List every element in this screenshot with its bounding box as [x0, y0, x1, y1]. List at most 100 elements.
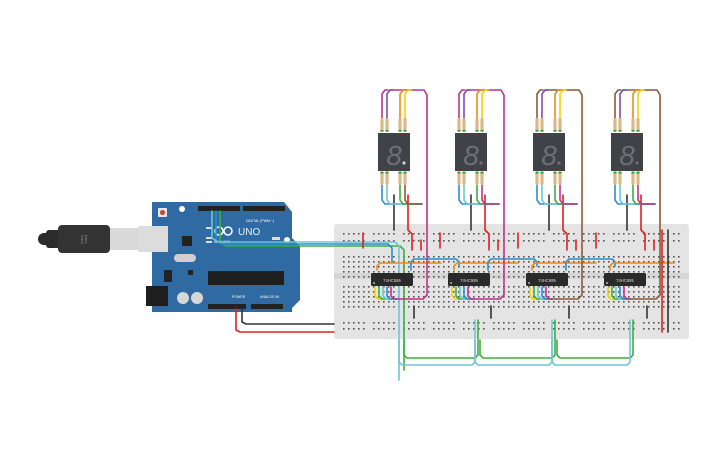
display-wire[interactable]: [632, 89, 640, 121]
breadboard[interactable]: [334, 224, 689, 339]
vcc-wire[interactable]: [484, 194, 490, 251]
breadboard-hole: [528, 306, 530, 308]
breadboard-hole: [448, 240, 450, 242]
display-wire[interactable]: [536, 89, 544, 121]
breadboard-hole: [498, 233, 500, 235]
seven-segment-display[interactable]: 8: [533, 118, 565, 185]
shift-register-chip[interactable]: 74HC595: [526, 273, 568, 286]
segment-wire[interactable]: [544, 89, 583, 300]
breadboard-hole: [573, 276, 575, 278]
breadboard-hole: [413, 286, 415, 288]
arduino-uno-board[interactable]: DIGITAL (PWM ~) POWER ANALOG IN UNO ARDU…: [138, 202, 300, 312]
resistor-band: [618, 130, 622, 132]
breadboard-hole: [378, 261, 380, 263]
breadboard-hole: [373, 261, 375, 263]
display-wire[interactable]: [554, 184, 578, 205]
chain-wire[interactable]: [403, 319, 479, 359]
display-wire[interactable]: [637, 184, 656, 205]
display-wire[interactable]: [386, 89, 394, 121]
seven-segment-display[interactable]: 8: [455, 118, 487, 185]
shift-register-chip[interactable]: 74HC595: [448, 273, 490, 286]
seven-segment-display[interactable]: 8: [611, 118, 643, 185]
display-wire[interactable]: [399, 184, 423, 205]
display-wire[interactable]: [404, 89, 412, 121]
display-wire[interactable]: [559, 184, 578, 205]
breadboard-hole: [528, 322, 530, 324]
display-wire[interactable]: [554, 89, 562, 121]
breadboard-hole: [658, 271, 660, 273]
display-wire[interactable]: [404, 184, 423, 205]
breadboard-hole: [433, 306, 435, 308]
chip-body: [448, 273, 490, 286]
breadboard-hole: [373, 240, 375, 242]
breadboard-hole: [363, 322, 365, 324]
display-wire[interactable]: [458, 89, 466, 121]
wires: [211, 89, 675, 381]
segment-wire[interactable]: [623, 286, 631, 300]
breadboard-hole: [543, 301, 545, 303]
usb-cable[interactable]: ⭿: [38, 225, 138, 253]
display-wire[interactable]: [481, 89, 489, 121]
breadboard-center-channel: [334, 273, 689, 279]
display-wire[interactable]: [619, 89, 627, 121]
shift-register-chip[interactable]: 74HC595: [604, 273, 646, 286]
chain-wire[interactable]: [551, 319, 631, 366]
segment-wire[interactable]: [466, 89, 505, 300]
seven-segment-display[interactable]: 8: [378, 118, 410, 185]
resistor: [380, 171, 384, 185]
orange-wire[interactable]: [609, 262, 675, 271]
segment-wire[interactable]: [545, 286, 553, 300]
segment-wire[interactable]: [622, 89, 661, 300]
breadboard-hole: [673, 240, 675, 242]
breadboard-hole: [523, 328, 525, 330]
segment-wire[interactable]: [390, 286, 398, 300]
power-wire[interactable]: [235, 308, 335, 333]
display-wire[interactable]: [481, 184, 500, 205]
breadboard-hole: [458, 266, 460, 268]
vcc-wire[interactable]: [562, 194, 568, 251]
breadboard-hole: [518, 301, 520, 303]
breadboard-hole: [443, 240, 445, 242]
breadboard-hole: [653, 271, 655, 273]
breadboard-hole: [648, 291, 650, 293]
breadboard-hole: [388, 286, 390, 288]
display-wire[interactable]: [463, 89, 471, 121]
breadboard-hole: [418, 286, 420, 288]
clock-wire[interactable]: [211, 210, 400, 381]
latch-wire[interactable]: [215, 210, 393, 263]
breadboard-hole: [343, 322, 345, 324]
breadboard-hole: [438, 261, 440, 263]
data-wire[interactable]: [219, 210, 405, 371]
display-wire[interactable]: [637, 89, 645, 121]
resistor-band: [535, 130, 539, 132]
display-wire[interactable]: [614, 89, 622, 121]
vcc-wire[interactable]: [407, 194, 413, 251]
chain-wire[interactable]: [556, 319, 634, 359]
breadboard-hole: [558, 261, 560, 263]
chain-wire[interactable]: [479, 319, 556, 359]
segment-wire[interactable]: [467, 286, 475, 300]
display-wire[interactable]: [541, 89, 549, 121]
breadboard-hole: [393, 301, 395, 303]
display-wire[interactable]: [476, 184, 500, 205]
breadboard-hole: [418, 271, 420, 273]
breadboard-hole: [408, 301, 410, 303]
breadboard-hole: [558, 301, 560, 303]
ground-wire[interactable]: [241, 308, 335, 325]
display-wire[interactable]: [632, 184, 656, 205]
breadboard-hole: [498, 291, 500, 293]
breadboard-hole: [533, 322, 535, 324]
resistor-band: [403, 130, 407, 132]
vcc-wire[interactable]: [640, 194, 646, 251]
display-wire[interactable]: [381, 89, 389, 121]
breadboard-hole: [648, 261, 650, 263]
display-wire[interactable]: [476, 89, 484, 121]
breadboard-hole: [463, 301, 465, 303]
display-wire[interactable]: [559, 89, 567, 121]
segment-wire[interactable]: [389, 89, 428, 300]
shift-register-chip[interactable]: 74HC595: [371, 273, 413, 286]
breadboard-hole: [413, 256, 415, 258]
display-wire[interactable]: [399, 89, 407, 121]
decimal-point: [402, 161, 406, 165]
breadboard-hole: [663, 233, 665, 235]
